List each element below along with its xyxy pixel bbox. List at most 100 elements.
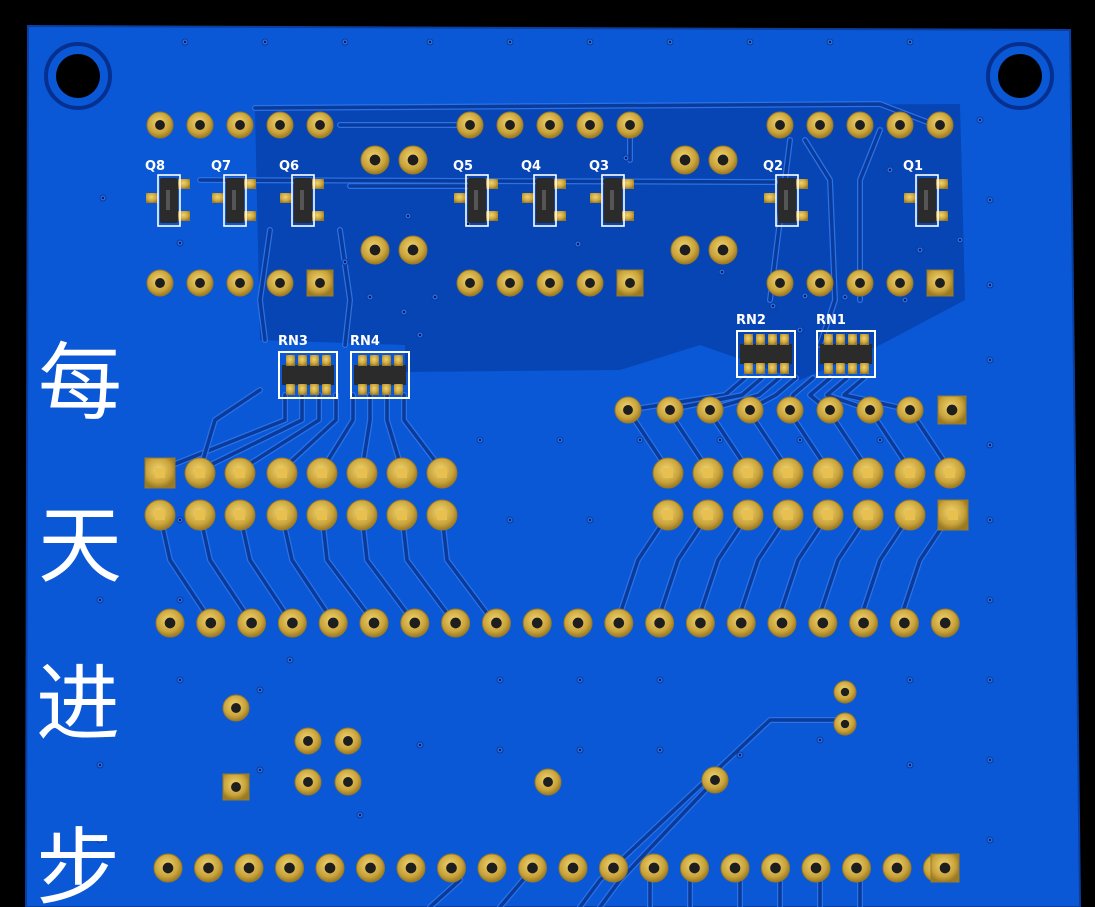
via-hole	[918, 248, 922, 252]
smd-pad	[860, 334, 869, 345]
pin-lead	[437, 510, 447, 520]
via-hole	[658, 748, 662, 752]
trace	[258, 228, 272, 342]
via-hole	[978, 118, 982, 122]
pin-lead	[397, 468, 407, 478]
smd-pad	[936, 211, 948, 221]
pin-lead	[863, 468, 873, 478]
via-hole	[771, 304, 775, 308]
smd-pad	[178, 179, 190, 189]
pin-lead	[195, 510, 205, 520]
pad-hole	[246, 617, 257, 629]
pad-hole	[303, 736, 313, 746]
pad-hole	[855, 120, 865, 130]
via-hole	[720, 270, 724, 274]
via-hole	[402, 310, 406, 314]
pad-hole	[324, 862, 336, 874]
chip-marking	[474, 190, 478, 210]
smd-pad	[768, 334, 777, 345]
smd-pad	[310, 384, 319, 395]
pad-hole	[825, 405, 835, 415]
mounting-hole	[986, 42, 1054, 110]
via-hole	[668, 40, 672, 44]
trace	[656, 513, 710, 622]
smd-pad	[394, 384, 403, 395]
trace	[158, 393, 287, 472]
pin-lead	[397, 510, 407, 520]
resistor-network-rn4: RN4	[350, 334, 410, 399]
smd-pad	[312, 179, 324, 189]
pad-hole	[613, 617, 625, 629]
chip-body	[820, 344, 872, 364]
pad-hole	[303, 777, 313, 787]
trace	[696, 513, 750, 622]
pad-hole	[785, 405, 795, 415]
pad-hole	[717, 244, 729, 256]
smd-pad	[554, 211, 566, 221]
pad-hole	[365, 862, 376, 874]
transistor-q8: Q8	[145, 159, 190, 227]
smd-pad	[756, 334, 765, 345]
resistor-network-rn1: RN1	[816, 313, 876, 378]
pad-hole	[315, 120, 325, 130]
pad-hole	[155, 278, 165, 288]
ref-label-q6: Q6	[279, 159, 299, 174]
pin-lead	[783, 468, 793, 478]
pin-lead	[905, 468, 915, 478]
pad-hole	[665, 405, 675, 415]
via-hole	[738, 753, 742, 757]
smd-pad	[280, 193, 292, 203]
resistor-network-rn3: RN3	[278, 334, 338, 399]
pin-lead	[783, 510, 793, 520]
pad-hole	[946, 404, 958, 416]
ref-label-q2: Q2	[763, 159, 783, 174]
pads	[144, 111, 969, 883]
via-hole	[498, 748, 502, 752]
via-hole	[258, 688, 262, 692]
via-hole	[908, 678, 912, 682]
via-hole	[843, 295, 847, 299]
smd-pad	[796, 211, 808, 221]
pad-hole	[572, 617, 584, 629]
via-hole	[588, 40, 592, 44]
pad-hole	[770, 862, 781, 874]
pin-lead	[703, 510, 713, 520]
smd-pad	[768, 363, 777, 374]
trace	[578, 718, 842, 907]
via-hole	[478, 438, 482, 442]
pin-lead	[235, 468, 245, 478]
via-hole	[638, 438, 642, 442]
via-hole	[988, 678, 992, 682]
via-hole	[178, 518, 182, 522]
smd-pad	[622, 211, 634, 221]
via-hole	[178, 241, 182, 245]
ref-label-rn3: RN3	[278, 334, 308, 349]
pin-lead	[823, 468, 833, 478]
pad-hole	[369, 154, 381, 166]
pad-hole	[505, 120, 515, 130]
pad-hole	[275, 120, 285, 130]
via-hole	[958, 238, 962, 242]
smd-pad	[486, 211, 498, 221]
pad-hole	[585, 278, 595, 288]
silkscreen-char: 进	[36, 655, 120, 753]
pad-hole	[195, 278, 205, 288]
pad-hole	[450, 617, 461, 629]
pad-hole	[491, 617, 502, 629]
vias	[96, 38, 994, 844]
ref-label-rn1: RN1	[816, 313, 846, 328]
pad-hole	[705, 405, 715, 415]
via-hole	[558, 438, 562, 442]
silk-outline	[775, 174, 799, 227]
via-hole	[988, 838, 992, 842]
ref-label-q4: Q4	[521, 159, 541, 174]
pad-hole	[939, 617, 951, 629]
pad-hole	[531, 617, 543, 629]
via-hole	[576, 242, 580, 246]
via-hole	[903, 298, 907, 302]
trace	[253, 102, 937, 127]
transistor-q3: Q3	[589, 159, 634, 227]
pad-hole	[895, 120, 905, 130]
pin-lead	[437, 468, 447, 478]
pin-lead	[235, 510, 245, 520]
